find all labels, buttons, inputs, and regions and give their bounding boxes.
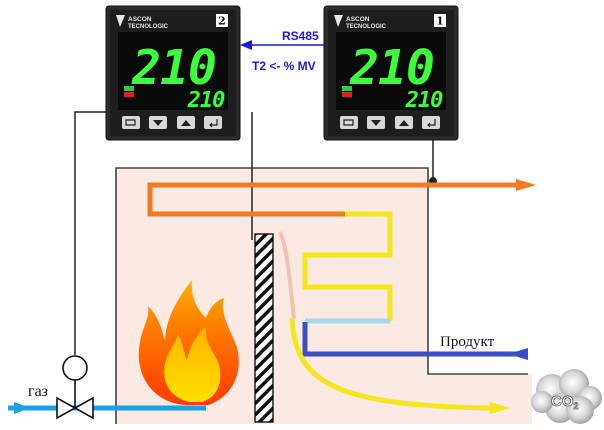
- controller-2-output-led-red: [124, 92, 134, 97]
- wire-valve-controller2: [74, 111, 106, 355]
- rs485-arrow: [240, 40, 252, 50]
- controller-1-logo-icon: [334, 15, 343, 27]
- controller-2: ASCON TECNOLOGIC 2 210 210: [105, 5, 241, 141]
- co2-label-subscript: 2: [574, 401, 579, 411]
- controller-1-page-icon: [343, 119, 354, 126]
- valve-body-left: [56, 396, 77, 420]
- rs485-link: RS485 T2 <- % MV: [240, 29, 324, 73]
- gas-arrow: [14, 402, 30, 414]
- controller-2-page-icon: [125, 119, 136, 126]
- valve-actuator: [62, 355, 88, 381]
- burner-flame-icon: [138, 280, 239, 405]
- rs485-mode-label: T2 <- % MV: [252, 59, 316, 73]
- controller-2-up-icon: [181, 120, 191, 126]
- co2-smoke-icon: CO2: [531, 369, 602, 424]
- controller-2-output-led-green: [124, 86, 134, 91]
- co2-label-main: CO: [551, 393, 574, 410]
- controller-1-number: 1: [436, 15, 444, 28]
- furnace-outline: [115, 167, 528, 424]
- hot-outlet-pipe: [147, 179, 536, 217]
- gas-supply-line: газ: [8, 383, 206, 414]
- product-inlet-arrow: [508, 348, 528, 360]
- controller-1-brand: ASCON: [346, 16, 370, 23]
- controller-2-enter-icon: [209, 119, 218, 128]
- controller-1-output-led-green: [342, 86, 352, 91]
- controller-2-pv: 210: [131, 40, 216, 96]
- controller-1-brand-sub: TECNOLOGIC: [346, 24, 387, 30]
- flue-outlet-arrow: [490, 402, 510, 414]
- controller-2-button-page[interactable]: [122, 116, 140, 129]
- transition-pipe: [278, 231, 296, 319]
- controller-2-logo-icon: [116, 15, 125, 27]
- controller-1-sv: 210: [405, 88, 443, 113]
- controller-2-brand: ASCON: [128, 16, 152, 23]
- controller-2-down-icon: [153, 120, 163, 126]
- gas-label: газ: [28, 383, 48, 400]
- temperature-probe: [254, 233, 274, 423]
- controller-1-up-icon: [399, 120, 409, 126]
- controller-1: ASCON TECNOLOGIC 1 210 210: [323, 5, 459, 141]
- controller-2-number-badge: [216, 14, 228, 27]
- controller-2-number: 2: [218, 15, 226, 28]
- product-label: Продукт: [440, 334, 495, 350]
- flue-outlet-pipe: [289, 317, 510, 414]
- controller-1-down-icon: [371, 120, 381, 126]
- controller-1-pv: 210: [349, 40, 434, 96]
- controller-1-enter-icon: [427, 119, 436, 128]
- outlet-duct-background: [428, 374, 532, 424]
- rs485-protocol-label: RS485: [282, 29, 319, 43]
- controller-2-display: [118, 32, 228, 110]
- controller-1-output-led-red: [342, 92, 352, 97]
- heat-exchanger-coil: [302, 211, 393, 321]
- controller-2-brand-sub: TECNOLOGIC: [128, 24, 169, 30]
- hot-outlet-arrow: [516, 179, 536, 191]
- co2-label: CO2: [551, 393, 579, 411]
- product-inlet-pipe: [302, 322, 528, 360]
- valve-body-right: [73, 396, 94, 420]
- controller-1-button-enter[interactable]: [422, 116, 440, 129]
- controller-1-button-page[interactable]: [340, 116, 358, 129]
- controller-1-display: [336, 32, 446, 110]
- controller-2-sv: 210: [187, 88, 225, 113]
- controller-2-button-enter[interactable]: [204, 116, 222, 129]
- controller-1-number-badge: [434, 14, 446, 27]
- gas-control-valve: [56, 355, 94, 420]
